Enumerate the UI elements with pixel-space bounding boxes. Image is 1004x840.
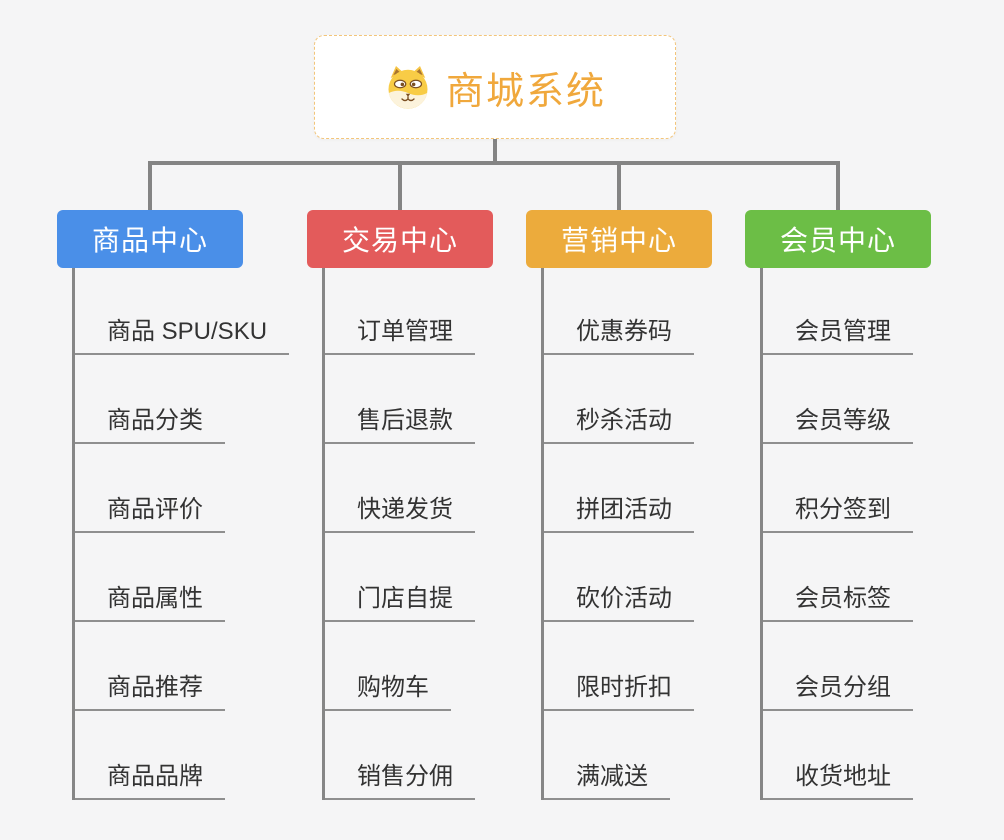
child-item[interactable]: 砍价活动 <box>544 533 781 622</box>
branch-children-trade: 订单管理 售后退款 快递发货 门店自提 购物车 销售分佣 <box>322 268 562 800</box>
child-label: 会员等级 <box>763 400 913 444</box>
child-label: 秒杀活动 <box>544 400 694 444</box>
child-item[interactable]: 销售分佣 <box>325 711 562 800</box>
root-title: 商城系统 <box>445 70 606 113</box>
child-item[interactable]: 商品属性 <box>75 533 312 622</box>
child-label: 限时折扣 <box>544 667 694 711</box>
child-label: 商品推荐 <box>75 667 225 711</box>
child-item[interactable]: 商品评价 <box>75 444 312 533</box>
branch-children-product: 商品 SPU/SKU 商品分类 商品评价 商品属性 商品推荐 商品品牌 <box>72 268 312 800</box>
child-label: 快递发货 <box>325 489 475 533</box>
child-item[interactable]: 秒杀活动 <box>544 355 781 444</box>
child-item[interactable]: 会员等级 <box>763 355 1000 444</box>
child-item[interactable]: 商品分类 <box>75 355 312 444</box>
child-item[interactable]: 订单管理 <box>325 268 562 355</box>
branch-node-trade-center[interactable]: 交易中心 <box>307 210 493 268</box>
child-label: 优惠券码 <box>544 311 694 355</box>
child-item[interactable]: 门店自提 <box>325 533 562 622</box>
branch-children-marketing: 优惠券码 秒杀活动 拼团活动 砍价活动 限时折扣 满减送 <box>541 268 781 800</box>
branch-node-product-center[interactable]: 商品中心 <box>57 210 243 268</box>
child-item[interactable]: 商品品牌 <box>75 711 312 800</box>
branch-node-marketing-center[interactable]: 营销中心 <box>526 210 712 268</box>
child-item[interactable]: 优惠券码 <box>544 268 781 355</box>
child-label: 商品 SPU/SKU <box>75 311 290 355</box>
child-label: 商品评价 <box>75 489 225 533</box>
child-label: 门店自提 <box>325 578 475 622</box>
root-node[interactable]: 商城系统 <box>314 35 676 139</box>
child-label: 收货地址 <box>763 756 913 800</box>
child-label: 订单管理 <box>325 311 475 355</box>
child-label: 会员分组 <box>763 667 913 711</box>
child-label: 购物车 <box>325 667 451 711</box>
child-label: 销售分佣 <box>325 756 475 800</box>
child-label: 拼团活动 <box>544 489 694 533</box>
child-label: 售后退款 <box>325 400 475 444</box>
child-label: 商品分类 <box>75 400 225 444</box>
child-item[interactable]: 售后退款 <box>325 355 562 444</box>
child-item[interactable]: 限时折扣 <box>544 622 781 711</box>
child-label: 满减送 <box>544 756 670 800</box>
child-item[interactable]: 商品 SPU/SKU <box>75 268 312 355</box>
child-label: 砍价活动 <box>544 578 694 622</box>
branch-node-member-center[interactable]: 会员中心 <box>745 210 931 268</box>
child-label: 商品品牌 <box>75 756 225 800</box>
child-item[interactable]: 购物车 <box>325 622 562 711</box>
child-item[interactable]: 会员管理 <box>763 268 1000 355</box>
child-item[interactable]: 快递发货 <box>325 444 562 533</box>
child-item[interactable]: 满减送 <box>544 711 781 800</box>
child-item[interactable]: 商品推荐 <box>75 622 312 711</box>
child-item[interactable]: 收货地址 <box>763 711 1000 800</box>
child-label: 会员标签 <box>763 578 913 622</box>
child-item[interactable]: 会员标签 <box>763 533 1000 622</box>
child-item[interactable]: 会员分组 <box>763 622 1000 711</box>
child-label: 会员管理 <box>763 311 913 355</box>
child-item[interactable]: 拼团活动 <box>544 444 781 533</box>
child-item[interactable]: 积分签到 <box>763 444 1000 533</box>
dog-face-icon <box>388 66 428 109</box>
child-label: 积分签到 <box>763 489 913 533</box>
child-label: 商品属性 <box>75 578 225 622</box>
branch-children-member: 会员管理 会员等级 积分签到 会员标签 会员分组 收货地址 <box>760 268 1000 800</box>
